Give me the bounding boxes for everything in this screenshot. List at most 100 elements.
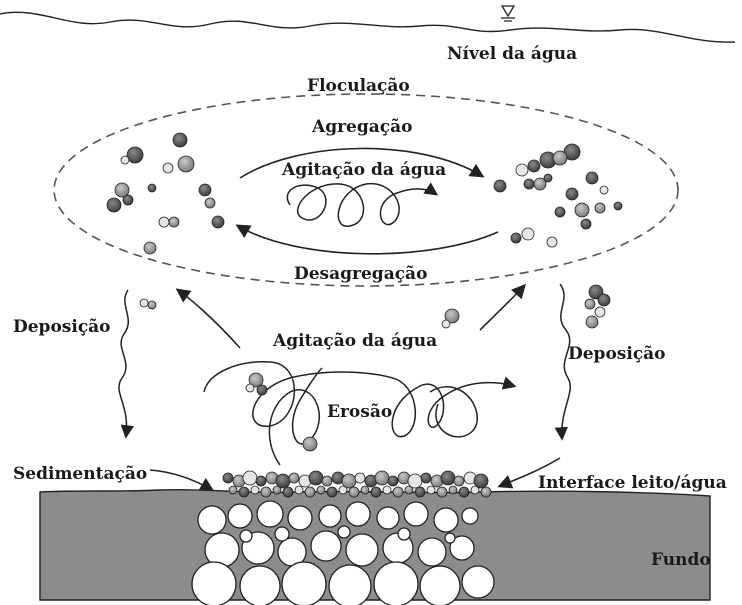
particle (388, 476, 398, 486)
particle (418, 538, 446, 566)
particle (163, 163, 173, 173)
particle (441, 471, 455, 485)
particle (239, 487, 249, 497)
particle (434, 508, 458, 532)
particle (371, 487, 381, 497)
particle (303, 437, 317, 451)
particle (309, 471, 323, 485)
label-deposition-right: Deposição (568, 346, 666, 363)
particle (305, 487, 315, 497)
particle (246, 384, 254, 392)
particle (229, 486, 237, 494)
particle (516, 164, 528, 176)
particle (404, 502, 428, 526)
particle (198, 506, 226, 534)
label-interface: Interface leito/água (538, 475, 727, 492)
particle (276, 474, 290, 488)
particle (528, 160, 540, 172)
particle (581, 219, 591, 229)
particle (361, 486, 369, 494)
particle (288, 506, 312, 530)
particle (178, 156, 194, 172)
label-aggregation: Agregação (312, 119, 412, 136)
label-disaggregation: Desagregação (294, 266, 427, 283)
particle (123, 195, 133, 205)
particle (257, 385, 267, 395)
particle (375, 471, 389, 485)
erosion-loop-right (430, 387, 477, 437)
particle (275, 527, 289, 541)
particle (240, 566, 280, 605)
particle (481, 487, 491, 497)
particle (393, 487, 403, 497)
particle (598, 294, 610, 306)
turbulence-loops-top (287, 184, 436, 227)
particle (511, 233, 521, 243)
particle (346, 534, 378, 566)
particle (243, 471, 257, 485)
particle (212, 216, 224, 228)
particle (459, 487, 469, 497)
particle (420, 566, 460, 605)
particle (555, 207, 565, 217)
label-agitation-top: Agitação da água (282, 162, 446, 179)
label-erosion: Erosão (327, 404, 392, 421)
particle (295, 486, 303, 494)
label-deposition-left: Deposição (13, 319, 111, 336)
particle (240, 530, 252, 542)
particle (228, 504, 252, 528)
water-level-symbol-icon (501, 6, 515, 21)
particle (283, 487, 293, 497)
particle (595, 307, 605, 317)
particle (127, 147, 143, 163)
sedimentation-arrow (150, 470, 212, 490)
particle (173, 133, 187, 147)
arrow-ellipse-to-erosion-left (178, 290, 240, 348)
particle (437, 487, 447, 497)
particle (614, 202, 622, 210)
particle (256, 476, 266, 486)
particle (346, 502, 370, 526)
particle (329, 565, 371, 605)
particle (462, 508, 478, 524)
label-flocculation: Floculação (307, 78, 410, 95)
particle (223, 473, 233, 483)
particle (338, 526, 350, 538)
particle (494, 180, 506, 192)
particle (398, 528, 410, 540)
particle (586, 316, 598, 328)
particle (377, 507, 399, 529)
particle (474, 474, 488, 488)
particle (349, 487, 359, 497)
particle (342, 474, 356, 488)
particle (427, 486, 435, 494)
disaggregation-arrow (238, 226, 498, 254)
particle (148, 184, 156, 192)
particle (547, 237, 557, 247)
arrow-erosion-to-ellipse-right (480, 286, 524, 330)
particle (327, 487, 337, 497)
particle (600, 186, 608, 194)
particle (159, 217, 169, 227)
particle (319, 505, 341, 527)
particle (595, 203, 605, 213)
particle (544, 174, 552, 182)
particle (462, 566, 494, 598)
particle (415, 487, 425, 497)
particle (524, 179, 534, 189)
label-agitation-middle: Agitação da água (273, 333, 437, 350)
label-bottom: Fundo (651, 552, 711, 569)
particle (144, 242, 156, 254)
particle (148, 301, 156, 309)
label-water-level: Nível da água (447, 46, 577, 63)
particle (355, 473, 365, 483)
particle (192, 562, 236, 605)
particle (311, 531, 341, 561)
particle (449, 486, 457, 494)
particle (121, 156, 129, 164)
particle (140, 299, 148, 307)
particle (257, 501, 283, 527)
particle (282, 562, 326, 605)
particle (421, 473, 431, 483)
